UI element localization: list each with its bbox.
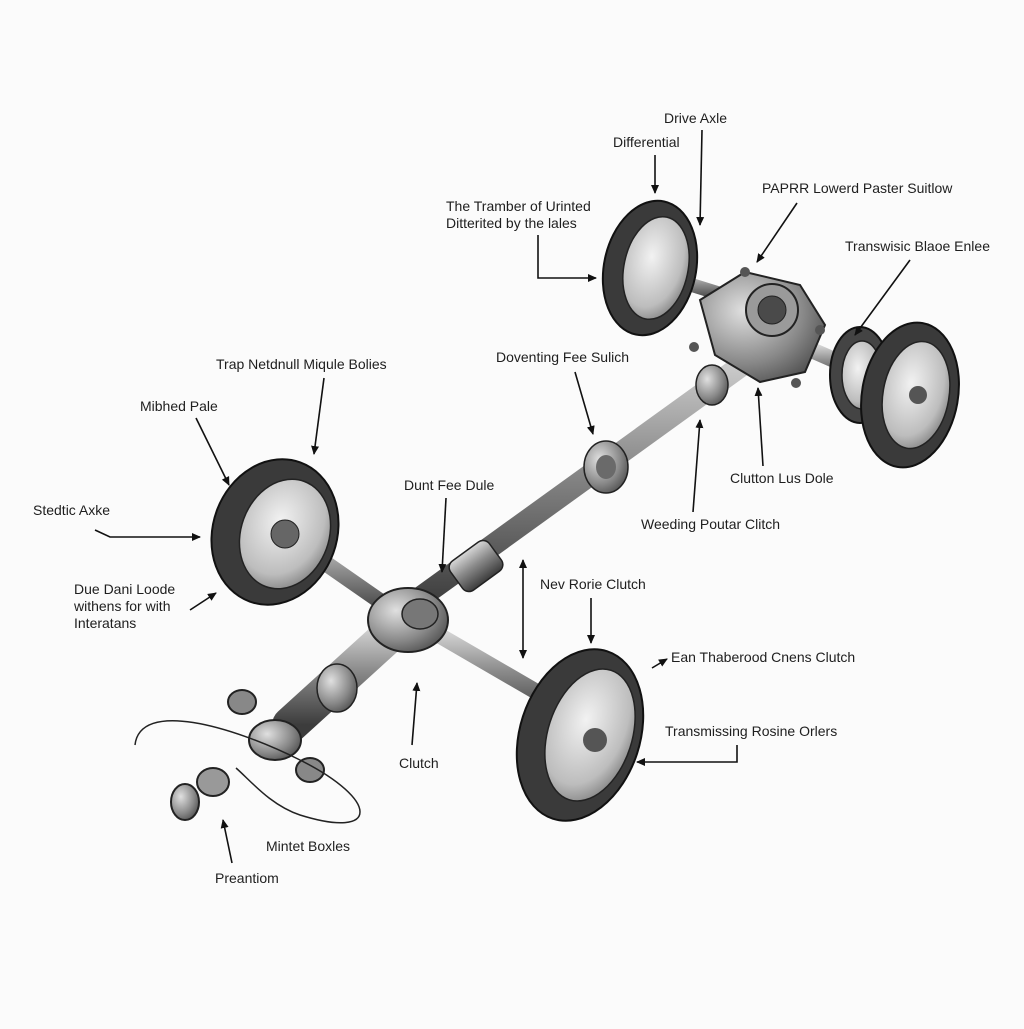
shaft-collars (316, 364, 729, 713)
leader-transwisic (854, 259, 911, 336)
label-clutton: Clutton Lus Dole (730, 470, 834, 486)
leader-ean (651, 658, 668, 669)
bushing-outer (170, 783, 200, 821)
label-mintet: Mintet Boxles (266, 838, 351, 854)
label-drive-axle: Drive Axle (664, 110, 728, 126)
leader-lines (94, 129, 911, 864)
label-chamber: The Tramber of Urinted Ditterited by the… (446, 198, 591, 232)
leader-clutch (411, 682, 421, 746)
label-transwisic: Transwisic Blaoe Enlee (845, 238, 990, 254)
wheel-rear-right (860, 321, 960, 469)
label-due: Due Dani Loode withens for with Interata… (74, 581, 175, 632)
collar-upper (695, 364, 729, 406)
label-weeding: Weeding Poutar Clitch (641, 516, 781, 532)
loose-bushing (170, 767, 230, 821)
leader-drive-axle (696, 129, 705, 226)
leader-stedtic (94, 529, 201, 541)
cable-wire (134, 720, 361, 824)
label-ean: Ean Thaberood Cnens Clutch (671, 649, 856, 665)
hub-cap (270, 519, 300, 549)
rim (622, 215, 690, 321)
leader-dunt (438, 497, 447, 573)
coupling-sleeve (448, 539, 504, 593)
wheel-front-right (515, 648, 645, 822)
yoke-ear (227, 689, 257, 715)
clutch-hub (367, 587, 449, 653)
leader-weeding (692, 419, 704, 513)
label-preantiom: Preantiom (215, 870, 279, 886)
diff-bolt (791, 378, 801, 388)
leader-clutton (754, 387, 764, 467)
label-dovening: Doventing Fee Sulich (496, 349, 630, 365)
label-transmissing: Transmissing Rosine Orlers (665, 723, 838, 739)
label-paprr: PAPRR Lowerd Paster Suitlow (762, 180, 953, 196)
wheel-front-left (210, 458, 340, 606)
bushing-inner (196, 767, 230, 797)
leader-dovening (574, 371, 595, 435)
universal-joint-yoke (227, 689, 325, 783)
label-chamber-line-1: The Tramber of Urinted (446, 198, 591, 214)
leader-mibhed (195, 417, 230, 486)
wheel-rear-left (601, 199, 699, 337)
label-due-line-3: Interatans (74, 615, 137, 631)
label-dunt: Dunt Fee Dule (404, 477, 495, 493)
leader-due (189, 592, 217, 611)
collar-center-inner (596, 455, 616, 479)
leader-chamber (537, 235, 597, 282)
differential-housing (689, 267, 827, 388)
diff-bolt (815, 325, 825, 335)
leader-trap (311, 377, 325, 455)
leader-transmissing (636, 745, 738, 766)
label-differential: Differential (613, 134, 680, 150)
label-clutch: Clutch (399, 755, 439, 771)
label-due-line-1: Due Dani Loode (74, 581, 176, 597)
diff-bolt (689, 342, 699, 352)
clutch-hub-face (401, 598, 439, 630)
hub-cap (583, 728, 607, 752)
diff-bolt (740, 267, 750, 277)
hub-cap (909, 386, 927, 404)
yoke-body (248, 719, 302, 761)
yoke-ear (295, 757, 325, 783)
leader-paprr (756, 202, 798, 263)
collar-tail (316, 663, 358, 713)
label-due-line-2: withens for with (74, 598, 171, 614)
label-stedtic: Stedtic Axke (33, 502, 111, 518)
label-chamber-line-2: Ditterited by the lales (446, 215, 577, 231)
label-trap: Trap Netdnull Miqule Bolies (216, 356, 387, 372)
leader-preantiom (220, 819, 233, 864)
differential-gear-inner (757, 295, 787, 325)
label-nev: Nev Rorie Clutch (540, 576, 646, 592)
label-mibhed: Mibhed Pale (140, 398, 218, 414)
